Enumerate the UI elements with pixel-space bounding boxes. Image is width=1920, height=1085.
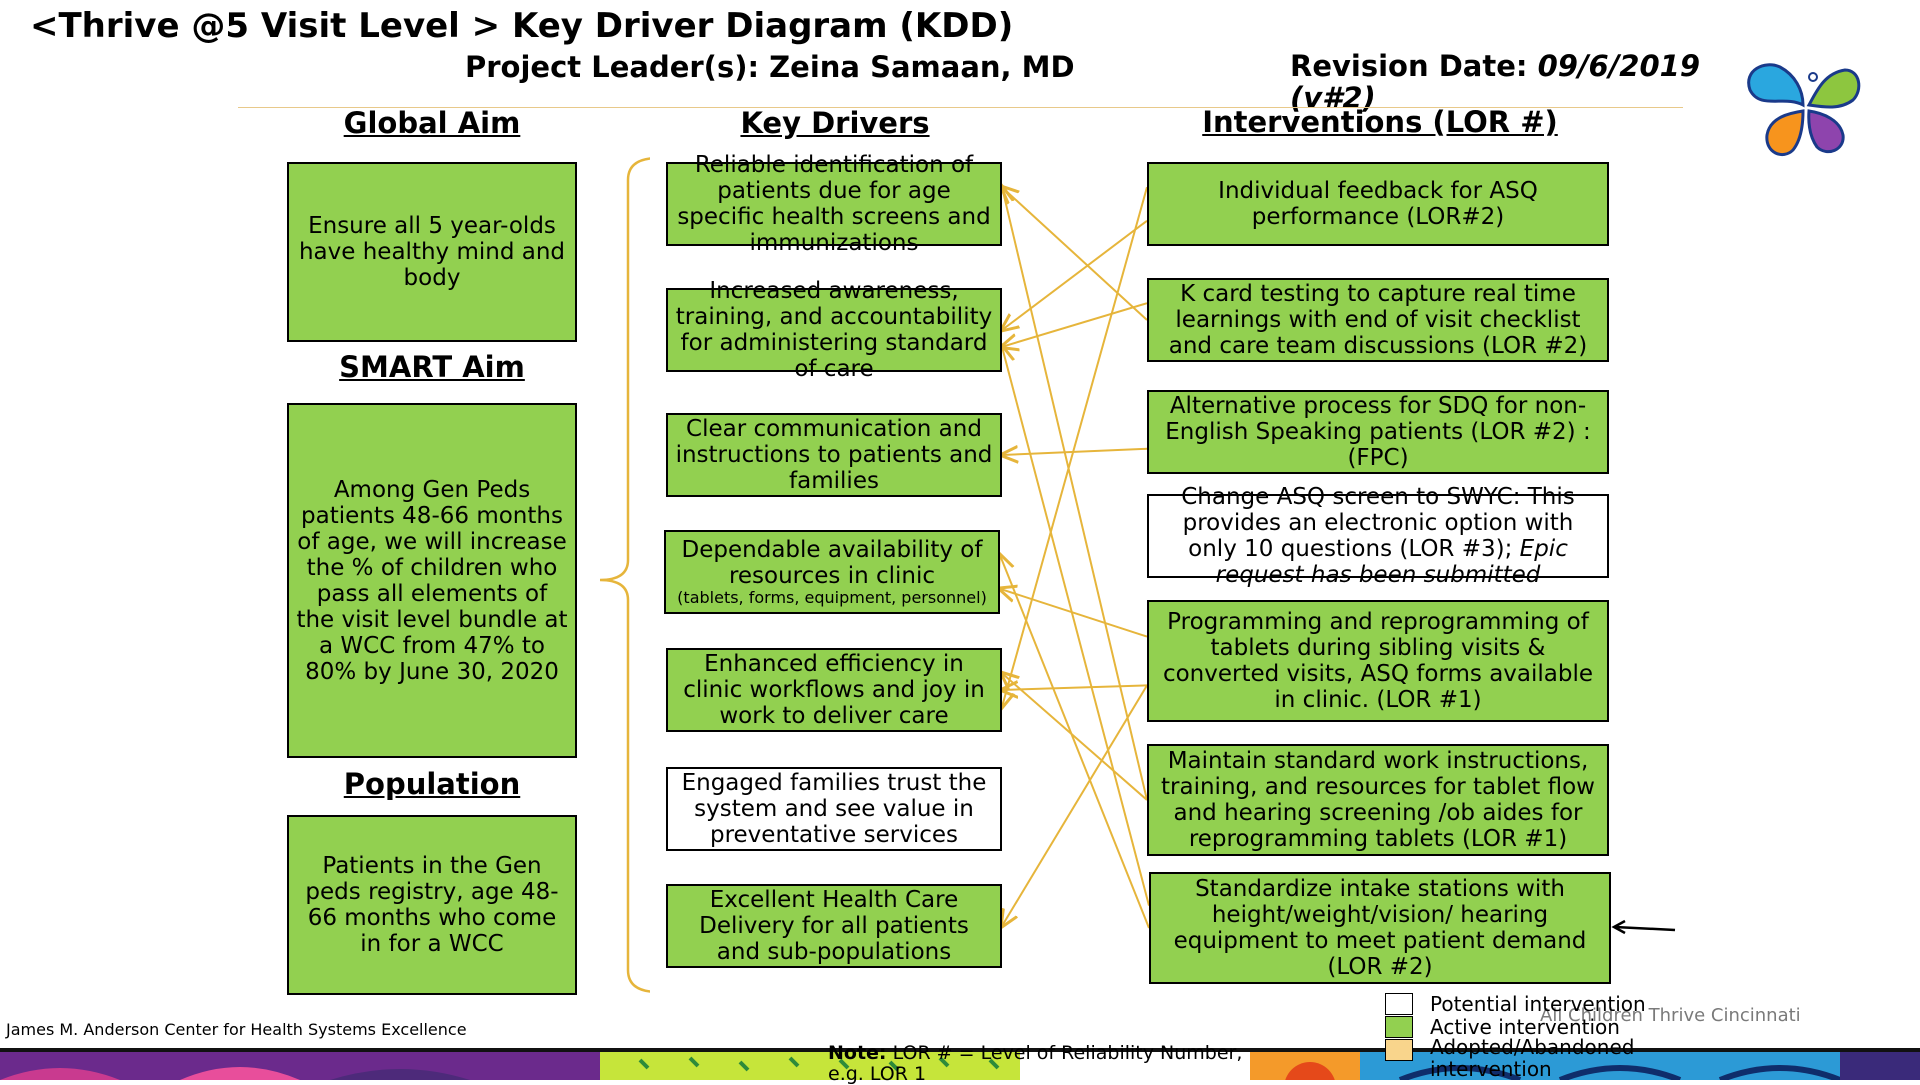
lor-note: Note: LOR # = Level of Reliability Numbe… — [828, 1043, 1248, 1085]
decorative-band — [0, 1048, 1920, 1080]
intervention-text-6: Maintain standard work instructions, tra… — [1161, 748, 1595, 852]
revision-version: (v#2) — [1290, 81, 1376, 115]
legend-swatch-adopted — [1385, 1039, 1413, 1061]
connector-line — [1002, 684, 1148, 926]
intervention-box-3: Alternative process for SDQ for non-Engl… — [1147, 390, 1609, 474]
connector-line — [1002, 187, 1148, 321]
driver-text-1: Reliable identification of patients due … — [677, 152, 991, 256]
intervention-italic-4: Epic request has been submitted — [1215, 536, 1568, 588]
global-aim-heading: Global Aim — [343, 106, 521, 140]
connector-line — [1002, 302, 1148, 347]
connector-group — [1000, 186, 1150, 929]
intervention-text-4-wrap: Change ASQ screen to SWYC: This provides… — [1155, 484, 1601, 588]
header-divider — [238, 107, 1683, 108]
driver-box-4: Dependable availability of resources in … — [664, 530, 1000, 614]
organization-footer: James M. Anderson Center for Health Syst… — [6, 1020, 467, 1039]
legend-label-adopted: Adopted/Abandoned intervention — [1430, 1035, 1635, 1081]
intervention-text-3: Alternative process for SDQ for non-Engl… — [1165, 393, 1591, 471]
intervention-text-4: Change ASQ screen to SWYC: This provides… — [1181, 484, 1575, 562]
legend-label-active: Active intervention — [1430, 1015, 1620, 1039]
note-label: Note: — [828, 1042, 887, 1064]
driver-text-6: Engaged families trust the system and se… — [681, 770, 987, 848]
driver-box-2: Increased awareness, training, and accou… — [666, 278, 1002, 382]
driver-text-2: Increased awareness, training, and accou… — [675, 278, 993, 382]
connector-line — [1002, 186, 1148, 707]
intervention-box-1: Individual feedback for ASQ performance … — [1147, 162, 1609, 246]
driver-box-3: Clear communication and instructions to … — [666, 413, 1002, 497]
global-aim-box: Ensure all 5 year-olds have healthy mind… — [287, 162, 577, 342]
population-box: Patients in the Gen peds registry, age 4… — [287, 815, 577, 995]
intervention-text-1: Individual feedback for ASQ performance … — [1218, 178, 1538, 230]
connector-line — [1002, 449, 1148, 455]
population-heading: Population — [343, 767, 521, 801]
connector-line — [1002, 347, 1150, 906]
watermark-text: All Children Thrive Cincinnati — [1540, 1005, 1801, 1026]
revision-label: Revision Date: — [1290, 49, 1528, 83]
intervention-box-6: Maintain standard work instructions, tra… — [1147, 744, 1609, 856]
smart-aim-box: Among Gen Peds patients 48-66 months of … — [287, 403, 577, 758]
legend-swatch-potential — [1385, 993, 1413, 1015]
intervention-box-2: K card testing to capture real time lear… — [1147, 278, 1609, 362]
legend-label-potential: Potential intervention — [1430, 992, 1646, 1016]
revision-date: 09/6/2019 — [1537, 49, 1701, 83]
smart-aim-heading: SMART Aim — [339, 350, 525, 384]
driver-text-5: Enhanced efficiency in clinic workflows … — [683, 651, 985, 729]
smart-aim-text: Among Gen Peds patients 48-66 months of … — [296, 476, 568, 685]
intervention-box-4: Change ASQ screen to SWYC: This provides… — [1147, 484, 1609, 588]
population-text: Patients in the Gen peds registry, age 4… — [305, 853, 559, 957]
driver-bracket — [599, 157, 650, 993]
pointer-arrow-line — [1614, 925, 1676, 932]
connector-line — [1000, 555, 1150, 929]
driver-text-7: Excellent Health Care Delivery for all p… — [699, 887, 969, 965]
diagram-title: <Thrive @5 Visit Level > Key Driver Diag… — [30, 6, 1014, 46]
note-text: LOR # = Level of Reliability Number, e.g… — [828, 1042, 1243, 1085]
butterfly-logo — [1747, 63, 1861, 156]
intervention-text-7: Standardize intake stations with height/… — [1173, 876, 1587, 980]
driver-box-7: Excellent Health Care Delivery for all p… — [666, 884, 1002, 968]
intervention-box-7: Standardize intake stations with height/… — [1149, 872, 1611, 984]
global-aim-text: Ensure all 5 year-olds have healthy mind… — [298, 213, 566, 291]
intervention-box-5: Programming and reprogramming of tablets… — [1147, 600, 1609, 722]
connector-line — [1002, 673, 1148, 801]
connector-line — [1002, 220, 1148, 330]
driver-subtext-4: (tablets, forms, equipment, personnel) — [677, 588, 987, 607]
connector-line — [1002, 685, 1148, 690]
driver-box-6: Engaged families trust the system and se… — [666, 767, 1002, 851]
driver-box-1: Reliable identification of patients due … — [666, 152, 1002, 256]
project-leader: Project Leader(s): Zeina Samaan, MD — [465, 50, 1075, 84]
pointer-arrow-head — [1611, 919, 1626, 935]
intervention-text-5: Programming and reprogramming of tablets… — [1162, 609, 1594, 713]
driver-text-3: Clear communication and instructions to … — [675, 416, 993, 494]
legend-swatch-active — [1385, 1016, 1413, 1038]
driver-text-4: Dependable availability of resources in … — [681, 537, 983, 589]
driver-box-5: Enhanced efficiency in clinic workflows … — [666, 648, 1002, 732]
revision-info: Revision Date: 09/6/2019 (v#2) — [1290, 50, 1710, 114]
connector-line — [1002, 187, 1148, 801]
intervention-text-2: K card testing to capture real time lear… — [1168, 281, 1588, 359]
interventions-heading: Interventions (LOR #) — [1202, 106, 1558, 139]
key-drivers-heading: Key Drivers — [740, 106, 930, 140]
connector-line — [1000, 589, 1148, 638]
